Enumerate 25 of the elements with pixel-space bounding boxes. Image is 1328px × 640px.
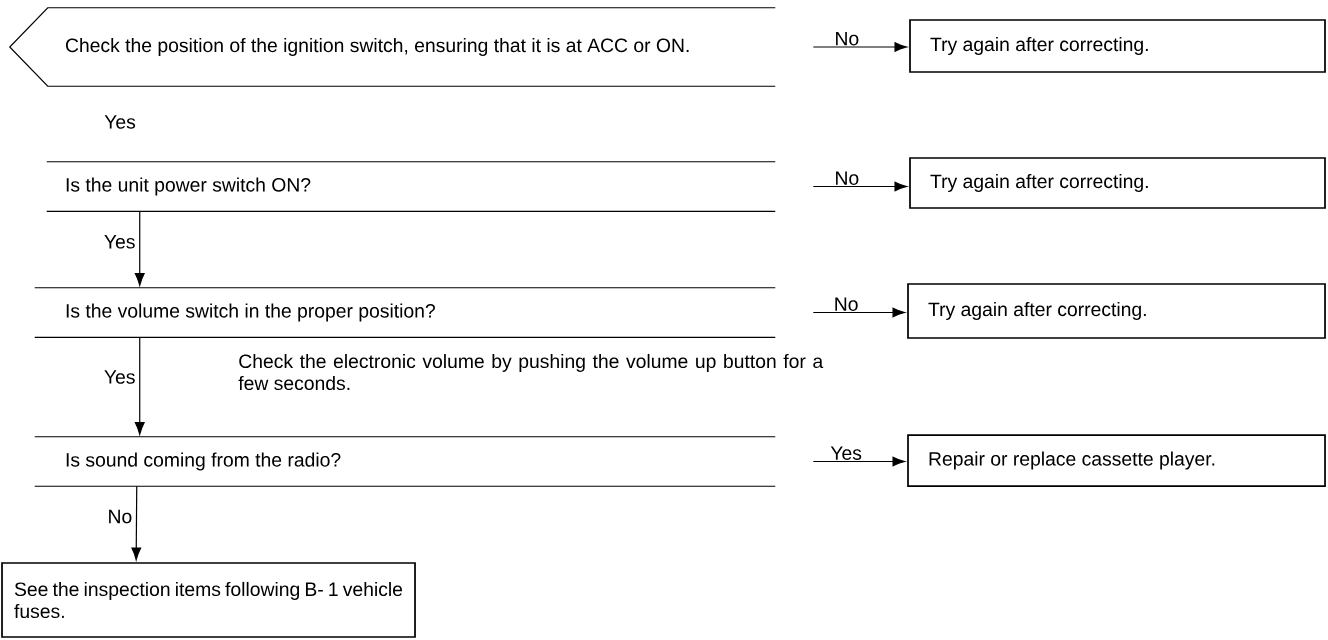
arrow xyxy=(812,456,906,467)
arrow xyxy=(812,307,906,318)
edge-label: Yes xyxy=(830,446,862,460)
question-band: Is the unit power switch ON? xyxy=(46,161,776,212)
edge-label: No xyxy=(836,171,859,185)
edge-label: Yes xyxy=(104,235,135,249)
question-band: Is sound coming from the radio? xyxy=(34,436,776,487)
question-band: Is the volume switch in the proper position? xyxy=(34,287,776,338)
result-box: Try again after correcting. xyxy=(909,157,1326,209)
edge-label: No xyxy=(109,509,132,524)
result-box: Repair or replace cassette player. xyxy=(907,434,1326,487)
arrow xyxy=(134,210,145,286)
result-box: See the inspection items following B- 1 vehicle fuses. xyxy=(1,562,416,638)
edge-label: No xyxy=(836,31,859,46)
start-step-band: Check the position of the ignition switch, ensuring that it is at ACC or ON. xyxy=(8,7,776,87)
edge-label: No xyxy=(835,297,858,311)
arrow xyxy=(131,485,142,561)
edge-label: Yes xyxy=(104,370,135,384)
arrow xyxy=(812,181,908,192)
result-box: Try again after correcting. xyxy=(907,283,1326,339)
note-text: Yes xyxy=(104,115,136,129)
arrow xyxy=(134,336,145,435)
note-text: Check the electronic volume by pushing the volume up button for a few seconds. xyxy=(238,353,824,391)
arrow xyxy=(812,42,908,52)
result-box: Try again after correcting. xyxy=(909,19,1326,73)
